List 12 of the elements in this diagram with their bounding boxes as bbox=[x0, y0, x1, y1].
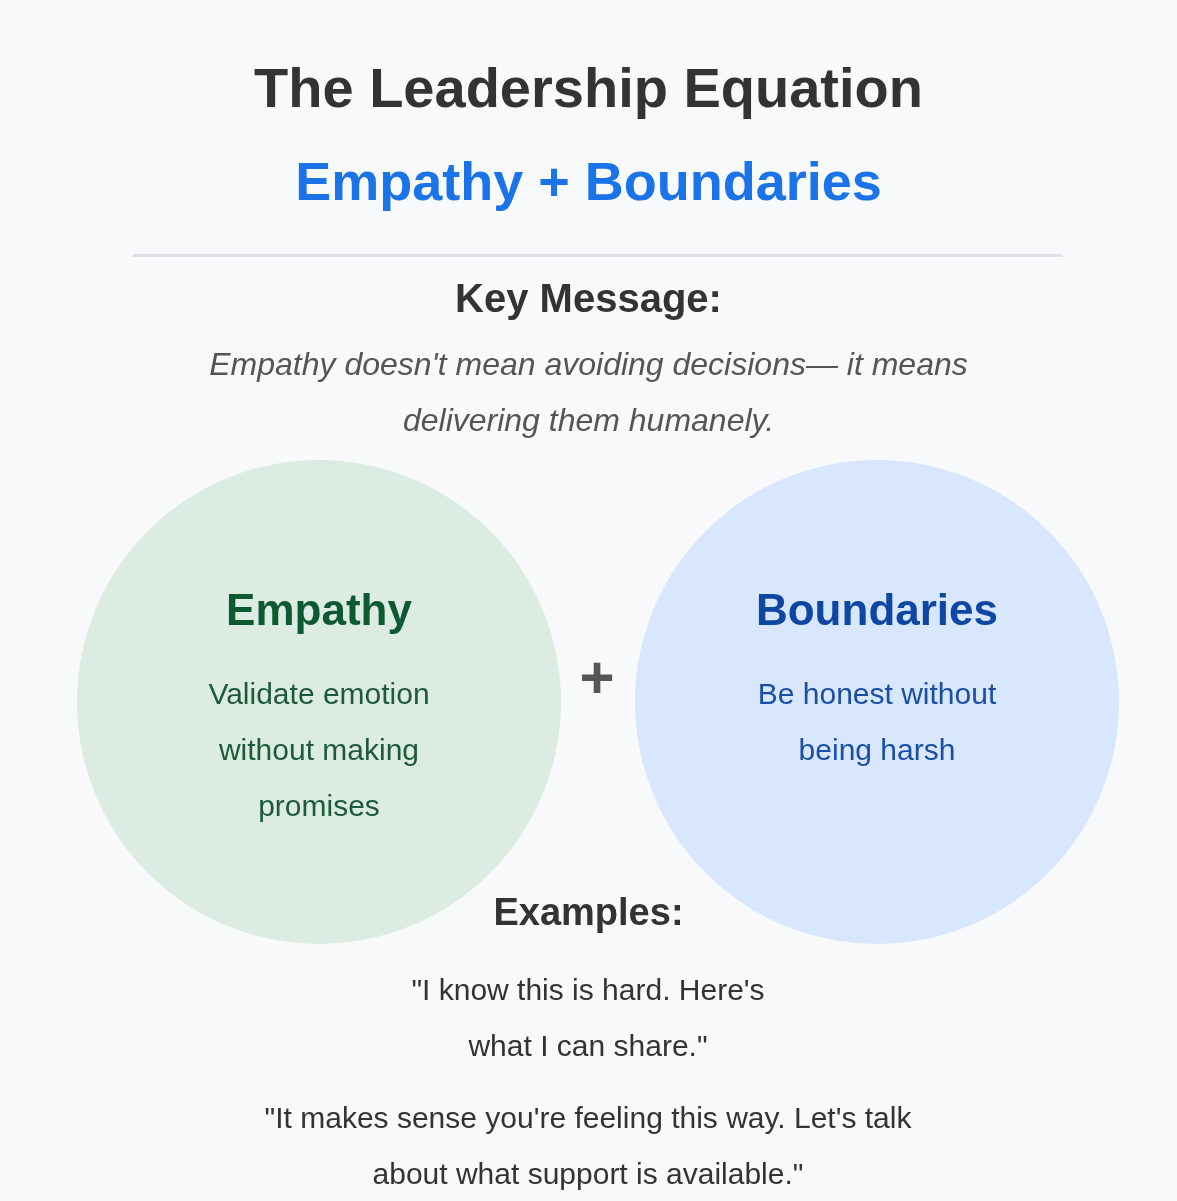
circle-description: Be honest without being harsh bbox=[756, 676, 998, 768]
circle-description: Validate emotion without making promises bbox=[207, 676, 431, 824]
circle-heading: Boundaries bbox=[754, 584, 999, 636]
section-heading: Examples: bbox=[492, 890, 685, 935]
example-quote: "It makes sense you're feeling this way. Let's talk about what support is available." bbox=[263, 1100, 913, 1192]
title: The Leadership Equation bbox=[253, 55, 924, 121]
circle-heading: Empathy bbox=[225, 584, 413, 636]
key-message-text: Empathy doesn't mean avoiding decisions— it means delivering them humanely. bbox=[208, 345, 969, 440]
example-quote: "I know this is hard. Here's what I can share." bbox=[410, 972, 766, 1064]
plus-sign: + bbox=[578, 646, 616, 710]
section-heading: Key Message: bbox=[454, 275, 723, 322]
subtitle: Empathy + Boundaries bbox=[294, 150, 883, 213]
